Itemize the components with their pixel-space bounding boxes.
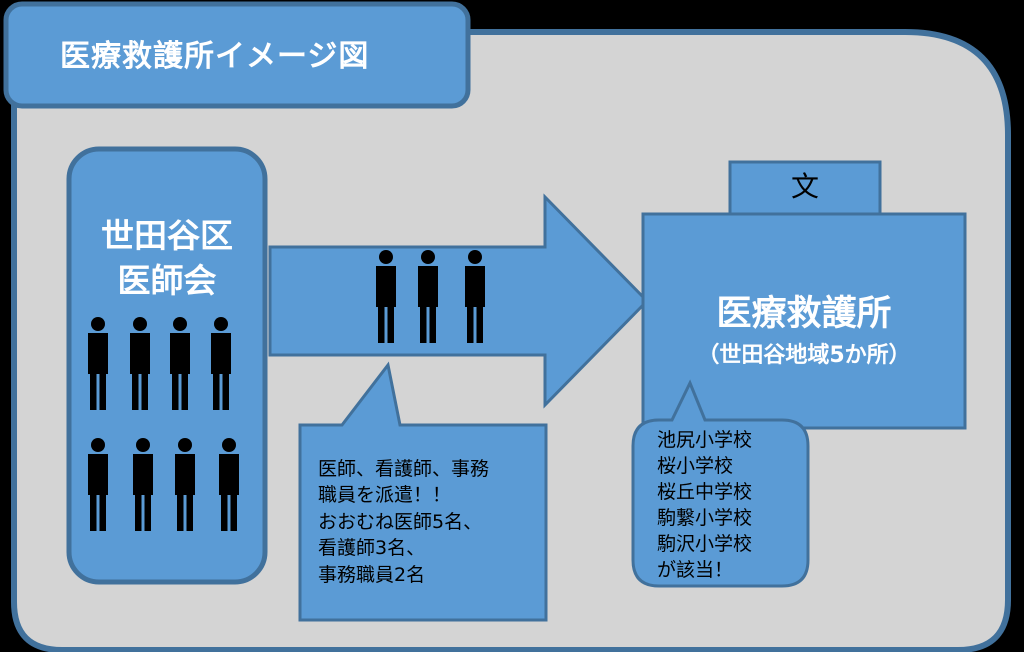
school-list-item: 桜小学校: [657, 455, 734, 477]
dispatch-note-line: 職員を派遣！！: [318, 484, 452, 506]
school-list-item: 駒沢小学校: [657, 533, 753, 555]
school-list-item: 駒繋小学校: [657, 507, 753, 529]
dispatch-note-line: 事務職員2名: [318, 564, 426, 586]
clinic-box: [641, 212, 967, 430]
clinic-name: 医療救護所: [716, 294, 892, 334]
schools-callout: [631, 379, 810, 588]
page-title: 医療救護所イメージ図: [60, 39, 370, 74]
school-list-item: 池尻小学校: [657, 429, 753, 451]
school-list-item: 桜丘中学校: [657, 481, 753, 503]
school-map-symbol: 文: [790, 170, 819, 203]
association-box: [66, 146, 268, 585]
association-name-line2: 医師会: [117, 261, 217, 300]
dispatch-note-line: 看護師3名、: [318, 537, 426, 559]
title-box: [3, 1, 471, 109]
school-list-note: が該当！: [657, 559, 734, 581]
dispatch-note-line: おおむね医師5名、: [318, 511, 483, 533]
dispatch-callout: [298, 361, 548, 622]
association-name-line1: 世田谷区: [101, 216, 233, 255]
dispatch-arrow: [268, 193, 650, 409]
clinic-count: （世田谷地域5か所）: [697, 343, 911, 368]
dispatch-note-line: 医師、看護師、事務: [318, 458, 490, 480]
